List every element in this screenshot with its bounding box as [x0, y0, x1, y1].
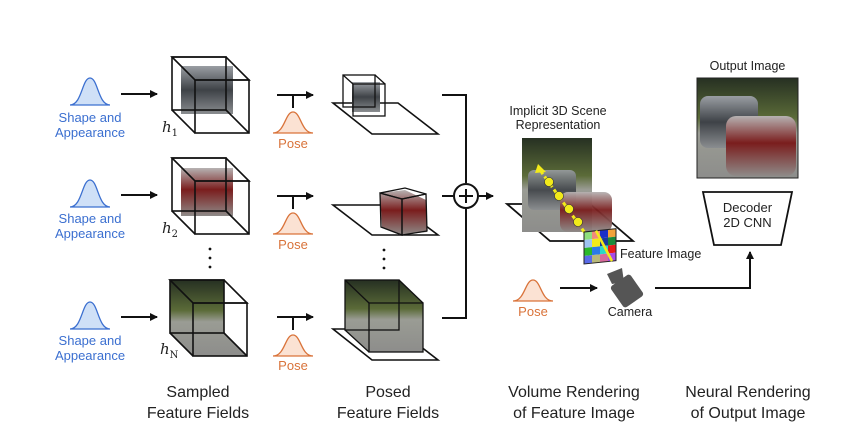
decoder-trapezoid [701, 191, 794, 246]
feature-field-cube-2 [170, 157, 251, 235]
stage-label-posed: Posed Feature Fields [336, 384, 440, 422]
latent-arrows [121, 90, 158, 321]
stage-label-sampled: Sampled Feature Fields [146, 384, 250, 422]
feature-image-label: Feature Image [620, 247, 702, 261]
stage-label-neural-rendering: Neural Rendering of Output Image [685, 384, 811, 422]
camera-label: Camera [607, 305, 653, 319]
pose-arrows [277, 91, 314, 330]
latent-label-2: Shape and Appearance [54, 211, 126, 241]
pose-label-2: Pose [278, 237, 308, 252]
latent-gaussian-icon [69, 77, 111, 330]
posed-field-1 [330, 74, 441, 135]
feature-field-cube-1 [170, 56, 251, 134]
feature-field-cube-n [168, 279, 249, 357]
posed-field-2 [330, 187, 441, 236]
camera-pose-gaussian-icon [512, 279, 554, 302]
field-symbol-2: h2 [162, 219, 179, 240]
camera-arrows [560, 251, 754, 292]
stage-label-volume-rendering: Volume Rendering of Feature Image [508, 384, 640, 422]
latent-label-1: Shape and Appearance [54, 110, 126, 140]
camera-pose-label: Pose [518, 304, 548, 319]
pose-label-n: Pose [278, 358, 308, 373]
latent-label-n: Shape and Appearance [54, 333, 126, 363]
sum-operator-icon [453, 183, 479, 209]
posed-field-n [330, 279, 441, 361]
vertical-ellipsis [208, 247, 212, 269]
field-symbol-n: hN [160, 340, 179, 361]
implicit-scene [504, 138, 636, 242]
output-image-label: Output Image [709, 59, 786, 73]
scene-label: Implicit 3D Scene Representation [509, 104, 607, 133]
composition-bus [442, 94, 494, 319]
field-symbol-1: h1 [162, 118, 179, 139]
output-image [696, 77, 799, 179]
decoder-label: Decoder 2D CNN [722, 200, 773, 230]
feature-image-grid [583, 228, 617, 265]
camera-icon [607, 268, 644, 308]
vertical-ellipsis-posed [382, 248, 386, 270]
pose-label-1: Pose [278, 136, 308, 151]
pose-gaussian-icon [272, 111, 314, 357]
